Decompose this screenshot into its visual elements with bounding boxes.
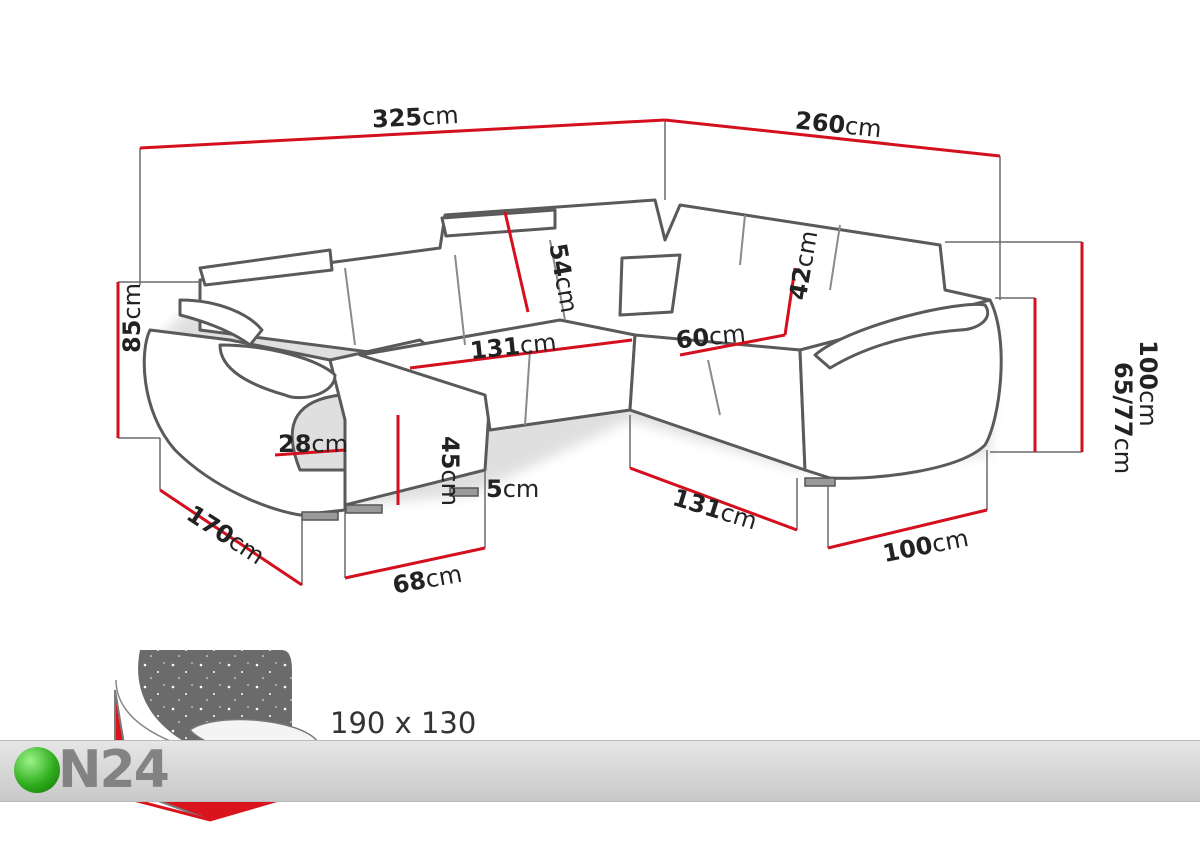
label-5: 5cm <box>486 475 539 503</box>
dim-line-260 <box>664 118 1001 158</box>
brand-logo: N24 <box>14 740 170 800</box>
label-68: 68cm <box>390 560 464 600</box>
sleeping-area-label: 190 x 130 <box>330 706 477 740</box>
dim-line-60 <box>679 333 786 357</box>
label-28: 28cm <box>278 430 348 458</box>
label-100-bottom: 100cm <box>880 524 970 568</box>
label-100-height: 100cm <box>1134 340 1162 427</box>
brand-banner <box>0 740 1200 802</box>
dim-line-170 <box>159 488 303 587</box>
extension-lines <box>118 120 1082 585</box>
label-131-top: 131cm <box>469 328 558 365</box>
label-131-bottom: 131cm <box>669 483 760 535</box>
label-60: 60cm <box>674 319 747 354</box>
label-54: 54cm <box>543 241 583 315</box>
dim-line-131-top <box>409 338 633 370</box>
label-6577: 65/77cm <box>1109 362 1137 474</box>
dim-line-325 <box>139 118 666 150</box>
label-85: 85cm <box>118 283 146 353</box>
label-45: 45cm <box>436 436 464 506</box>
dim-line-68 <box>344 546 486 580</box>
logo-o-icon <box>14 747 60 793</box>
dim-line-28 <box>274 448 346 457</box>
dim-line-42 <box>783 267 797 336</box>
label-260: 260cm <box>794 106 883 143</box>
logo-text: N24 <box>58 740 170 800</box>
dim-line-100-bottom <box>827 508 988 550</box>
dim-line-131-bottom <box>629 466 798 532</box>
label-42: 42cm <box>784 228 824 302</box>
label-325: 325cm <box>371 101 459 133</box>
label-170: 170cm <box>182 500 270 571</box>
dimension-lines <box>116 118 1084 587</box>
dim-line-54 <box>503 211 530 313</box>
sofa-outline <box>142 198 1003 521</box>
